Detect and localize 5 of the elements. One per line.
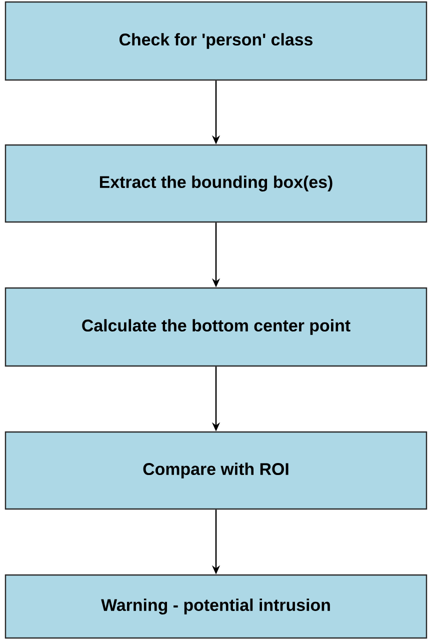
process-box: Calculate the bottom center point [4,287,428,367]
process-box: Check for 'person' class [4,1,428,81]
process-box: Extract the bounding box(es) [4,144,428,223]
process-box: Compare with ROI [4,431,428,510]
process-box: Warning - potential intrusion [4,574,428,639]
